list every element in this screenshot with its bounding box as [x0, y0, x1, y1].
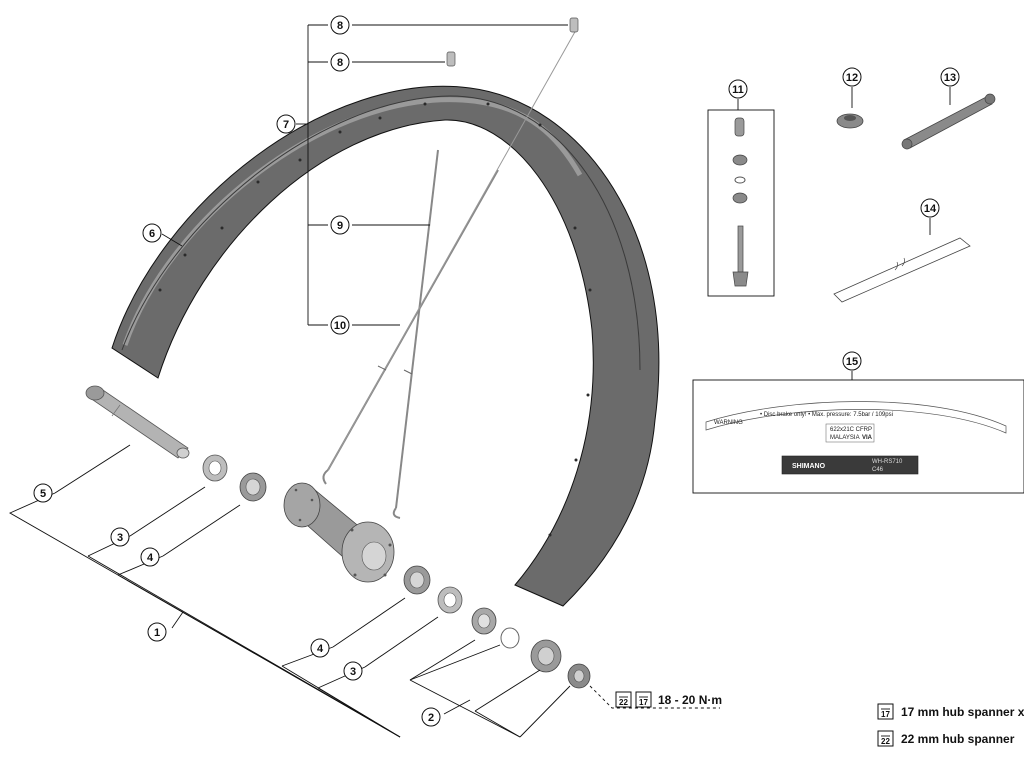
rim-bed-edge [121, 95, 641, 371]
valve-parts-box [707, 109, 775, 297]
hub-small-parts [202, 454, 591, 689]
hub-body [283, 482, 395, 583]
callout-8a: 8 [330, 15, 350, 35]
svg-text:6: 6 [149, 228, 155, 240]
washer-right [437, 586, 463, 614]
svg-text:10: 10 [334, 320, 346, 332]
cone [471, 607, 497, 635]
sticker-warning-text: • Disc brake only! • Max. pressure: 7.5b… [760, 412, 893, 418]
o-ring [500, 627, 520, 649]
torque-tool-17: 17 [635, 691, 652, 708]
spoke-head-end [392, 507, 401, 519]
svg-text:2: 2 [428, 712, 434, 724]
callout-1: 1 [147, 622, 167, 642]
rim-plug [836, 113, 864, 129]
callouts: 1 2 3 3 4 4 5 6 7 8 8 9 10 11 12 13 14 1… [33, 15, 960, 727]
callout-8b: 8 [330, 52, 350, 72]
locknut-left [239, 472, 267, 502]
svg-text:3: 3 [350, 666, 356, 678]
sticker-warning-label: WARNING [714, 420, 743, 426]
valve-stem [732, 225, 749, 287]
sticker-spec: 622x21C CFRP MALAYSIA VIA [825, 423, 875, 443]
sticker-brand: SHIMANO WH-RS710 C46 [781, 455, 919, 475]
nipple-top [569, 17, 579, 33]
end-cap-large [530, 639, 562, 673]
rim [111, 85, 660, 607]
rim-tape [833, 237, 971, 303]
nipples [446, 17, 579, 67]
sticker-model-sub: C46 [872, 467, 884, 473]
legend-item-17: 17 17 mm hub spanner x 2 [877, 703, 1024, 720]
valve-o-ring [734, 176, 746, 184]
callout-3a: 3 [110, 527, 130, 547]
spoke-long [327, 29, 577, 471]
rim-spoke-holes [158, 102, 592, 537]
sticker-spec-line2: MALAYSIA [830, 435, 860, 441]
callout-12: 12 [842, 67, 862, 87]
callout-15: 15 [842, 351, 862, 371]
svg-text:14: 14 [924, 203, 937, 215]
nipple-mid [446, 51, 456, 67]
svg-text:5: 5 [40, 488, 46, 500]
washer-left [202, 454, 228, 482]
hub-spanner-icon: 22 [881, 737, 890, 746]
sticker-spec-line1: 622x21C CFRP [830, 427, 872, 433]
torque-value: 18 - 20 N·m [658, 693, 722, 707]
sticker-strip [705, 401, 1007, 434]
sticker-box: WARNING • Disc brake only! • Max. pressu… [692, 379, 1024, 494]
torque-tool-22: 22 [615, 691, 632, 708]
valve-nut [732, 154, 748, 166]
callout-10: 10 [330, 315, 350, 335]
callout-6: 6 [142, 223, 162, 243]
sticker-brand-name: SHIMANO [792, 463, 826, 470]
callout-11: 11 [728, 79, 748, 99]
svg-text:4: 4 [147, 552, 154, 564]
spoke-straight-pull [395, 149, 439, 509]
callout-2: 2 [421, 707, 441, 727]
callout-13: 13 [940, 67, 960, 87]
callout-14: 14 [920, 198, 940, 218]
sticker-model: WH-RS710 [872, 459, 903, 465]
hub-flange-holes [294, 488, 392, 577]
tool-legend: 17 17 mm hub spanner x 2 22 22 mm hub sp… [877, 703, 1024, 747]
svg-text:13: 13 [944, 72, 956, 84]
legend-text-22: 22 mm hub spanner [901, 732, 1015, 746]
spokes [322, 29, 577, 519]
callout-9: 9 [330, 215, 350, 235]
hub-spanner-icon: 17 [639, 698, 648, 707]
svg-text:4: 4 [317, 643, 324, 655]
svg-text:15: 15 [846, 356, 858, 368]
rim-outer-band [111, 85, 660, 607]
callout-3b: 3 [343, 661, 363, 681]
svg-text:12: 12 [846, 72, 858, 84]
svg-text:3: 3 [117, 532, 123, 544]
torque-spec: 22 17 18 - 20 N·m [615, 691, 722, 708]
legend-text-17: 17 mm hub spanner x 2 [901, 705, 1024, 719]
valve-washer [732, 192, 748, 204]
legend-item-22: 22 22 mm hub spanner [877, 730, 1015, 747]
locknut-right [403, 565, 431, 595]
callout-4b: 4 [310, 638, 330, 658]
sticker-spec-badge: VIA [862, 435, 873, 441]
svg-text:7: 7 [283, 119, 289, 131]
hub-spanner-icon: 22 [619, 698, 628, 707]
svg-text:1: 1 [154, 627, 160, 639]
valve-cap [734, 117, 745, 137]
callout-4a: 4 [140, 547, 160, 567]
callout-5: 5 [33, 483, 53, 503]
svg-text:9: 9 [337, 220, 343, 232]
svg-text:8: 8 [337, 57, 343, 69]
sticker-warning: WARNING • Disc brake only! • Max. pressu… [714, 412, 893, 426]
svg-text:11: 11 [732, 84, 744, 96]
svg-text:8: 8 [337, 20, 343, 32]
axle [85, 385, 190, 459]
rim-inner-highlight [122, 97, 583, 346]
end-cap-small [567, 663, 591, 689]
callout-7: 7 [276, 114, 296, 134]
spoke-break-marks [377, 365, 413, 375]
spoke-wrench [901, 93, 996, 150]
hub-spanner-icon: 17 [881, 710, 890, 719]
spoke-bend-end [322, 469, 329, 485]
